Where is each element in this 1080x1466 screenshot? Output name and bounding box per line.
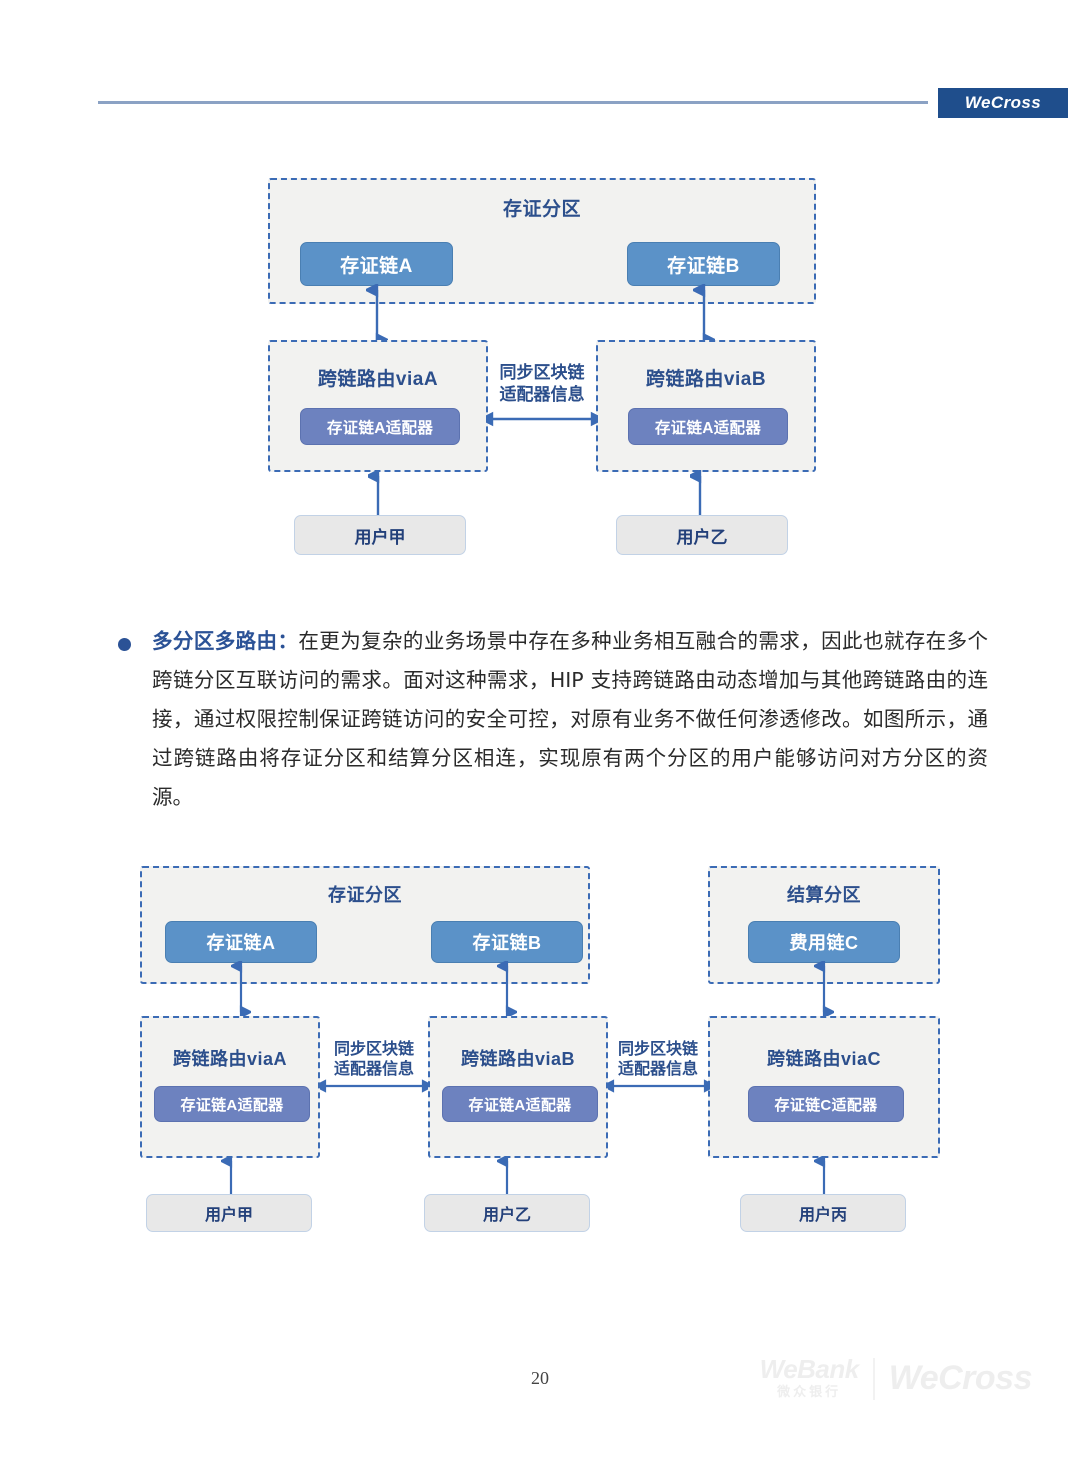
- zone-title: 存证分区: [328, 885, 402, 905]
- user-box-jia: 用户甲: [146, 1194, 312, 1232]
- zone-router-via-c: 跨链路由viaC 存证链C适配器: [708, 1016, 940, 1158]
- paragraph-block: 多分区多路由：在更为复杂的业务场景中存在多种业务相互融合的需求，因此也就存在多个…: [118, 622, 988, 817]
- diagram-multi-partition: 存证分区 结算分区 存证链A 存证链B 费用链C: [140, 866, 940, 1232]
- paragraph-body: 在更为复杂的业务场景中存在多种业务相互融合的需求，因此也就存在多个跨链分区互联访…: [152, 629, 989, 809]
- router-title: 跨链路由viaC: [766, 1049, 882, 1069]
- zone-router-via-a: 跨链路由viaA 存证链A适配器: [140, 1016, 320, 1158]
- webank-watermark-logo: WeBank 微众银行: [759, 1354, 860, 1402]
- connector-chain-c-router-c: [814, 961, 834, 1017]
- router-title: 跨链路由viaA: [317, 369, 439, 390]
- connector-chain-a-router-a: [231, 961, 251, 1017]
- connector-router-b-router-c: [608, 1079, 710, 1093]
- connector-user-yi-router-b: [497, 1156, 509, 1200]
- bullet-icon: [118, 638, 131, 651]
- adapter-box-evidence-a: 存证链A适配器: [442, 1086, 598, 1122]
- zone-router-via-b: 跨链路由viaB 存证链A适配器: [428, 1016, 608, 1158]
- connector-chain-b-router-b: [693, 284, 715, 346]
- connector-user-jia-router-a: [221, 1156, 233, 1200]
- page-number: 20: [531, 1368, 549, 1388]
- sync-label-line-2: 适配器信息: [333, 1061, 414, 1079]
- sync-label-a-b: 同步区块链 适配器信息: [318, 1040, 430, 1081]
- connector-user-jia-router-a: [368, 470, 380, 516]
- sync-label-line-1: 同步区块链: [499, 363, 585, 382]
- zone-title: 结算分区: [787, 885, 861, 905]
- sync-label-line-1: 同步区块链: [333, 1041, 414, 1058]
- connector-router-a-router-b: [320, 1079, 428, 1093]
- chain-box-evidence-b: 存证链B: [431, 921, 583, 963]
- header-rule: [98, 101, 928, 104]
- footer-watermark: WeBank 微众银行 WeCross: [759, 1354, 1033, 1402]
- router-title: 跨链路由viaA: [172, 1049, 288, 1069]
- user-box-jia: 用户甲: [294, 515, 466, 555]
- webank-watermark-en: WeBank: [759, 1354, 860, 1384]
- connector-chain-b-router-b: [497, 961, 517, 1017]
- router-title: 跨链路由viaB: [645, 369, 767, 390]
- zone-title: 存证分区: [502, 199, 581, 220]
- sync-label-line-2: 适配器信息: [499, 384, 585, 404]
- chain-box-evidence-a: 存证链A: [165, 921, 317, 963]
- connector-user-bing-router-c: [814, 1156, 826, 1200]
- chain-box-evidence-a: 存证链A: [300, 242, 453, 286]
- paragraph: 多分区多路由：在更为复杂的业务场景中存在多种业务相互融合的需求，因此也就存在多个…: [152, 622, 988, 817]
- user-box-bing: 用户丙: [740, 1194, 906, 1232]
- connector-router-a-router-b: [486, 411, 598, 427]
- chain-box-fee-c: 费用链C: [748, 921, 900, 963]
- diagram-single-partition: 存证分区 存证链A 存证链B 跨链路由viaA 存证链A适配器 跨链路由viaB…: [0, 0, 1080, 600]
- chain-box-evidence-b: 存证链B: [627, 242, 780, 286]
- adapter-box-evidence-a: 存证链A适配器: [300, 408, 460, 445]
- webank-watermark-cn: 微众银行: [777, 1384, 842, 1399]
- wecross-logo-text: WeCross: [964, 93, 1042, 112]
- router-title: 跨链路由viaB: [460, 1049, 576, 1069]
- paragraph-lead: 多分区多路由：: [152, 629, 299, 653]
- user-box-yi: 用户乙: [424, 1194, 590, 1232]
- connector-user-yi-router-b: [690, 470, 702, 516]
- connector-chain-a-router-a: [366, 284, 388, 346]
- sync-label-line-1: 同步区块链: [617, 1041, 698, 1058]
- user-box-yi: 用户乙: [616, 515, 788, 555]
- zone-router-via-b: 跨链路由viaB 存证链A适配器: [596, 340, 816, 472]
- page-header: WeCross: [0, 88, 1080, 122]
- sync-label-line-2: 适配器信息: [617, 1061, 698, 1079]
- sync-label-b-c: 同步区块链 适配器信息: [602, 1040, 714, 1081]
- wecross-logo-badge: WeCross: [938, 88, 1068, 118]
- adapter-box-evidence-c: 存证链C适配器: [748, 1086, 904, 1122]
- adapter-box-evidence-a: 存证链A适配器: [154, 1086, 310, 1122]
- watermark-divider: [872, 1357, 875, 1400]
- wecross-watermark-logo: WeCross: [888, 1359, 1033, 1398]
- sync-label-a-b: 同步区块链 适配器信息: [478, 362, 606, 406]
- adapter-box-evidence-a: 存证链A适配器: [628, 408, 788, 445]
